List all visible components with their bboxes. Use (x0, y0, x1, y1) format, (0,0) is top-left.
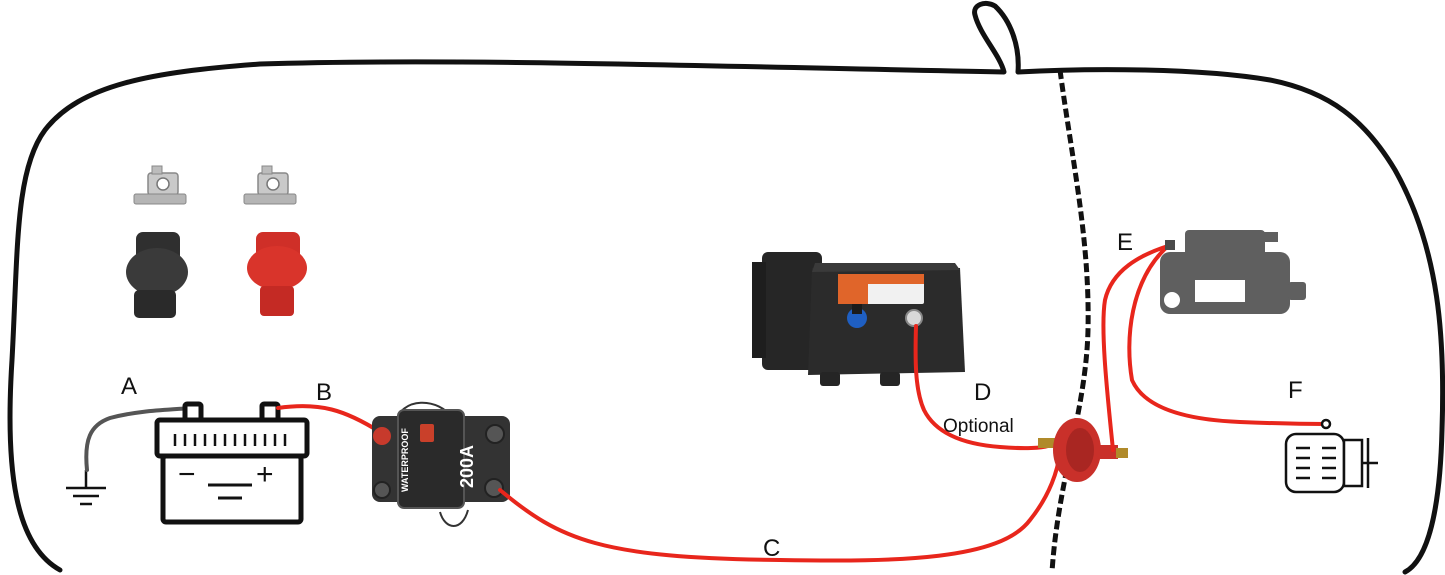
label-c: C (763, 535, 780, 562)
circuit-breaker (372, 401, 510, 527)
cable-c (498, 450, 1062, 563)
cable-e (1101, 244, 1170, 452)
power-stud (1038, 418, 1128, 482)
ground-wire (84, 406, 192, 472)
battery-minus: − (178, 458, 196, 491)
battery-plus: + (256, 458, 274, 491)
label-a: A (121, 373, 137, 400)
starter-motor-icon (1160, 230, 1306, 314)
breaker-rating: 200A (457, 445, 477, 488)
terminal-boot-black (126, 232, 188, 318)
label-d: D (974, 379, 991, 406)
battery-symbol-lines (208, 483, 252, 500)
battery-vent-marks (173, 434, 287, 446)
vehicle-outline (7, 0, 1445, 575)
ground-symbol (66, 470, 106, 506)
alternator-icon (1284, 418, 1378, 494)
label-b: B (316, 379, 332, 406)
label-f: F (1288, 377, 1303, 404)
label-optional: Optional (943, 416, 1014, 437)
battery-terminal-clamp-positive (243, 165, 297, 205)
firewall-line (1049, 69, 1091, 573)
cable-d (913, 324, 1050, 451)
cable-f (1127, 244, 1327, 426)
battery-terminal-clamp-negative (133, 165, 187, 205)
controller-module (752, 252, 965, 386)
breaker-side-text: WATERPROOF (400, 428, 410, 492)
cable-b (276, 404, 382, 434)
label-e: E (1117, 229, 1133, 256)
battery-icon (154, 401, 310, 525)
terminal-boot-red (247, 232, 307, 316)
